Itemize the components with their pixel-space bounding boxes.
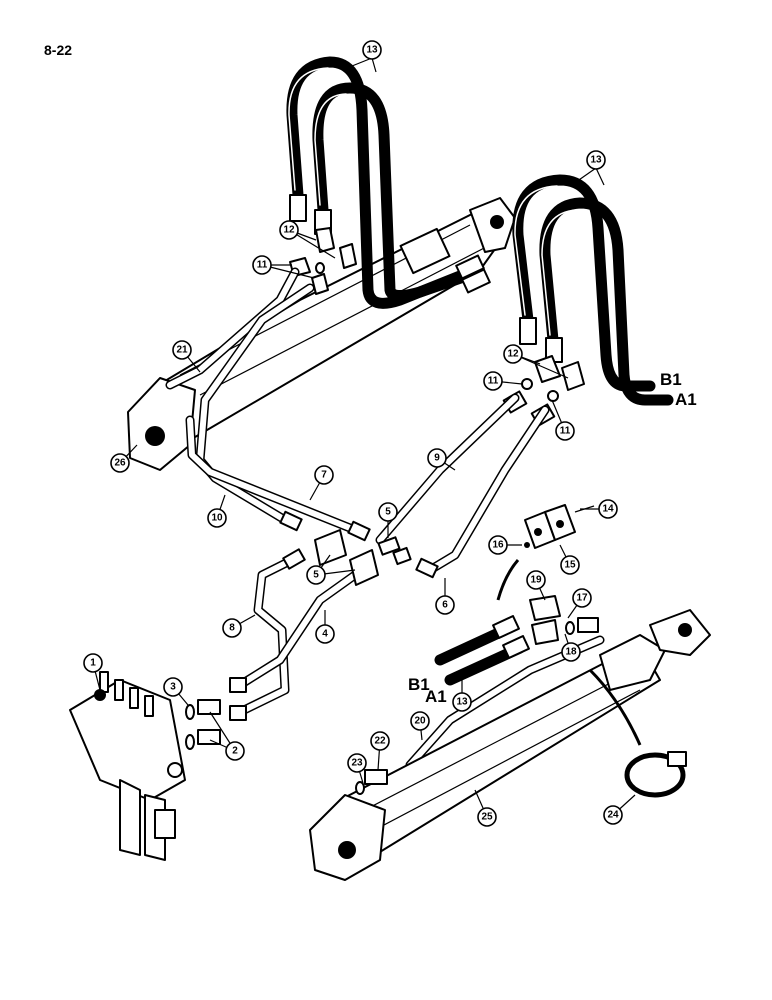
callout-15: 15: [560, 555, 580, 575]
callout-17: 17: [572, 588, 592, 608]
svg-text:13: 13: [456, 697, 468, 708]
svg-text:25: 25: [481, 812, 493, 823]
upper-left-hose-pair: [286, 56, 491, 309]
lower-hoses: [434, 559, 530, 686]
svg-text:12: 12: [507, 349, 519, 360]
callout-11b: 11: [483, 371, 503, 391]
svg-text:26: 26: [114, 458, 126, 469]
svg-text:23: 23: [351, 758, 363, 769]
callout-24: 24: [603, 805, 623, 825]
callout-11a: 11: [252, 255, 272, 275]
callout-13a: 13: [362, 40, 382, 60]
svg-text:20: 20: [414, 716, 426, 727]
svg-text:11: 11: [488, 376, 499, 387]
svg-text:21: 21: [176, 345, 188, 356]
upper-right-hose-pair: [512, 174, 674, 406]
port-label-a1-lower: A1: [425, 687, 447, 706]
svg-text:4: 4: [322, 629, 328, 640]
svg-text:6: 6: [442, 600, 448, 611]
callout-5a: 5: [378, 502, 398, 522]
svg-text:8: 8: [229, 623, 235, 634]
svg-text:13: 13: [590, 155, 602, 166]
svg-text:3: 3: [170, 682, 176, 693]
svg-text:7: 7: [321, 470, 327, 481]
svg-text:1: 1: [90, 658, 96, 669]
svg-text:17: 17: [576, 593, 588, 604]
svg-text:15: 15: [564, 560, 576, 571]
svg-text:13: 13: [366, 45, 378, 56]
upper-left-fittings: [289, 227, 357, 295]
callout-13b: 13: [586, 150, 606, 170]
svg-text:11: 11: [257, 260, 268, 271]
callout-26: 26: [110, 453, 130, 473]
port-label-b1-upper: B1: [660, 370, 682, 389]
svg-text:14: 14: [602, 504, 614, 515]
callout-6: 6: [435, 595, 455, 615]
callout-1: 1: [83, 653, 103, 673]
svg-text:22: 22: [374, 736, 386, 747]
svg-text:18: 18: [565, 647, 577, 658]
callout-5b: 5: [306, 565, 326, 585]
svg-text:5: 5: [313, 570, 319, 581]
callout-13c: 13: [452, 692, 472, 712]
callout-18: 18: [561, 642, 581, 662]
callout-21: 21: [172, 340, 192, 360]
callout-12a: 12: [279, 220, 299, 240]
svg-text:2: 2: [232, 746, 238, 757]
clamp-parts: [524, 504, 595, 549]
callout-2: 2: [225, 741, 245, 761]
page-number: 8-22: [44, 42, 73, 58]
svg-text:10: 10: [211, 513, 223, 524]
rigid-tubes: [165, 267, 605, 770]
hose-clamp: [588, 668, 687, 798]
callout-16: 16: [488, 535, 508, 555]
svg-text:5: 5: [385, 507, 391, 518]
callout-14: 14: [598, 499, 618, 519]
callout-12b: 12: [503, 344, 523, 364]
callout-10: 10: [207, 508, 227, 528]
callout-20: 20: [410, 711, 430, 731]
callout-19: 19: [526, 570, 546, 590]
callout-7: 7: [314, 465, 334, 485]
svg-text:11: 11: [560, 426, 571, 437]
svg-text:24: 24: [607, 810, 619, 821]
svg-text:9: 9: [434, 453, 440, 464]
callout-9: 9: [427, 448, 447, 468]
callout-22: 22: [370, 731, 390, 751]
callout-23: 23: [347, 753, 367, 773]
svg-text:12: 12: [283, 225, 295, 236]
svg-text:19: 19: [530, 575, 542, 586]
center-tee-fittings: [279, 510, 439, 586]
control-valve: [69, 671, 247, 861]
callout-11c: 11: [555, 421, 575, 441]
port-label-b1-lower: B1: [408, 675, 430, 694]
upper-left-cylinder: [127, 197, 516, 471]
port-label-a1-upper: A1: [675, 390, 697, 409]
callout-3: 3: [163, 677, 183, 697]
callout-8: 8: [222, 618, 242, 638]
callout-4: 4: [315, 624, 335, 644]
svg-text:16: 16: [492, 540, 504, 551]
callout-25: 25: [477, 807, 497, 827]
lower-fittings: [529, 595, 599, 645]
lower-cylinder: [309, 609, 711, 881]
